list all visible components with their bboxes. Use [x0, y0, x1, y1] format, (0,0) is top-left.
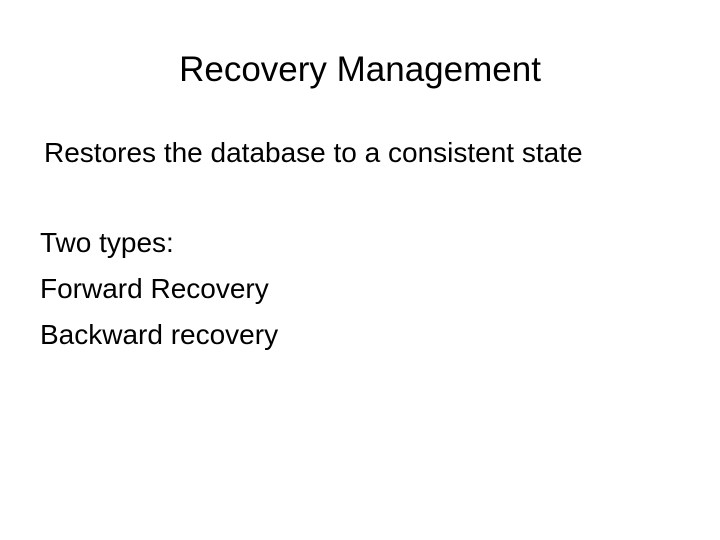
slide-body-text: Restores the database to a consistent st… — [40, 130, 680, 358]
body-line-spacer — [40, 176, 680, 220]
body-line: Two types: — [40, 227, 174, 258]
body-line: Restores the database to a consistent st… — [44, 137, 583, 168]
body-line: Forward Recovery — [40, 273, 269, 304]
body-line: Backward recovery — [40, 319, 279, 350]
page-title: Recovery Management — [179, 50, 541, 89]
